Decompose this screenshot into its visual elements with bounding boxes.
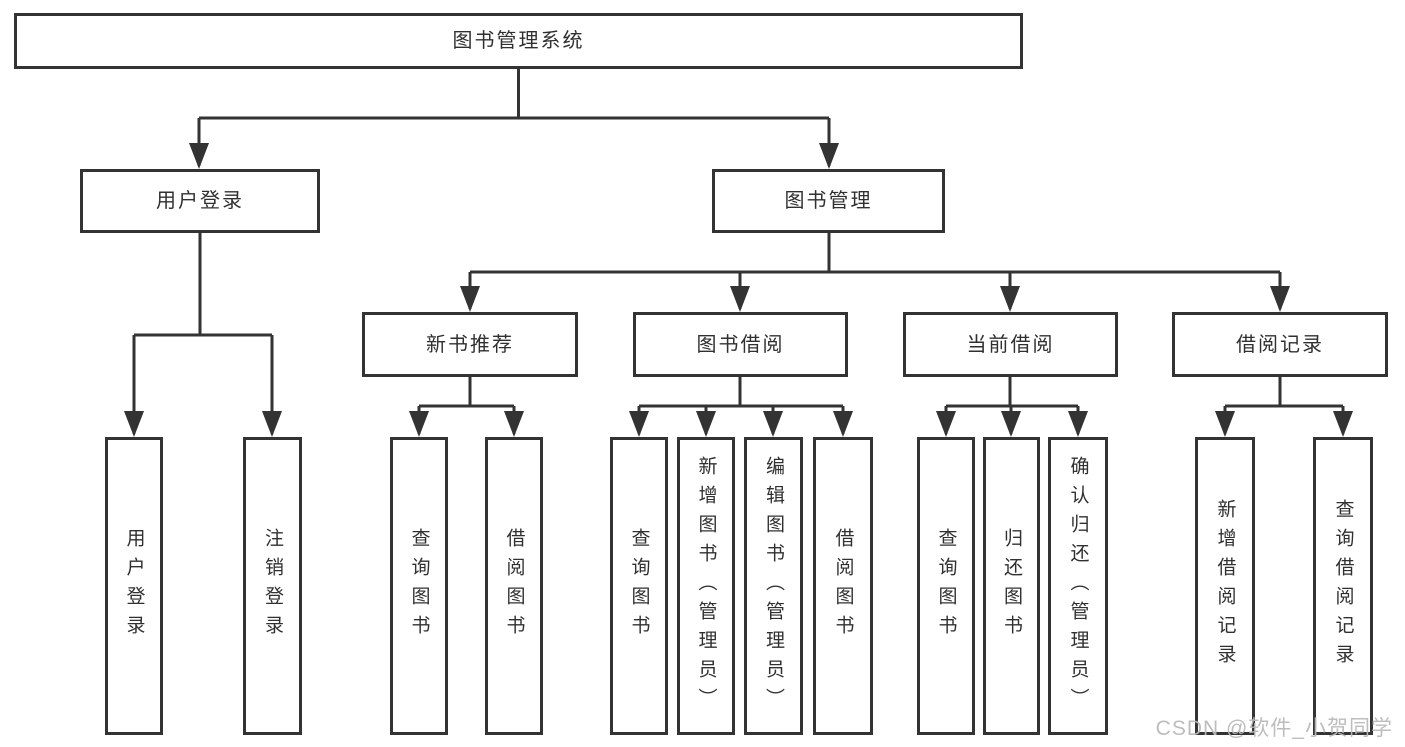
leaf-query-borrow-record: 查询借阅记录 <box>1313 437 1373 735</box>
node-book-management: 图书管理 <box>712 169 945 233</box>
leaf-query-book-recommend: 查询图书 <box>390 437 448 735</box>
node-current-borrow-label: 当前借阅 <box>966 333 1055 356</box>
node-borrow-records-label: 借阅记录 <box>1236 333 1324 356</box>
node-current-borrow: 当前借阅 <box>903 312 1118 377</box>
leaf-query-book-current: 查询图书 <box>917 437 975 735</box>
leaf-edit-book-admin: 编辑图书（管理员） <box>744 437 803 735</box>
leaf-user-login-label: 用户登录 <box>123 528 145 644</box>
leaf-add-book-admin-label: 新增图书（管理员） <box>695 455 717 717</box>
leaf-borrow-book-borrow: 借阅图书 <box>813 437 873 735</box>
watermark: CSDN @软件_小贺同学 <box>1155 717 1393 740</box>
arrowhead-icon <box>460 286 480 312</box>
arrowhead-icon <box>1215 411 1235 437</box>
leaf-borrow-book-recommend-label: 借阅图书 <box>503 528 525 644</box>
arrowhead-icon <box>730 286 750 312</box>
arrowhead-icon <box>629 411 649 437</box>
node-borrow-records: 借阅记录 <box>1172 312 1388 377</box>
arrowhead-icon <box>1068 411 1088 437</box>
arrowhead-icon <box>1333 411 1353 437</box>
leaf-query-book-current-label: 查询图书 <box>935 528 957 644</box>
arrowhead-icon <box>409 411 429 437</box>
leaf-confirm-return-admin-label: 确认归还（管理员） <box>1067 455 1089 717</box>
arrowhead-icon <box>262 411 282 437</box>
arrowhead-icon <box>504 411 524 437</box>
leaf-logout-label: 注销登录 <box>262 528 283 644</box>
node-book-borrow: 图书借阅 <box>633 312 848 377</box>
leaf-borrow-book-borrow-label: 借阅图书 <box>832 528 854 644</box>
arrowhead-icon <box>1001 411 1021 437</box>
arrowhead-icon <box>1000 286 1020 312</box>
leaf-edit-book-admin-label: 编辑图书（管理员） <box>763 455 784 717</box>
leaf-confirm-return-admin: 确认归还（管理员） <box>1048 437 1108 735</box>
arrowhead-icon <box>936 411 956 437</box>
arrowhead-icon <box>696 411 716 437</box>
node-new-book-recommend: 新书推荐 <box>362 312 578 377</box>
leaf-borrow-book-recommend: 借阅图书 <box>485 437 543 735</box>
leaf-add-borrow-record-label: 新增借阅记录 <box>1214 499 1236 673</box>
arrowhead-icon <box>189 143 209 169</box>
connector-edges <box>132 69 1345 434</box>
leaf-query-book-borrow-label: 查询图书 <box>628 528 650 644</box>
leaf-return-book: 归还图书 <box>983 437 1040 735</box>
node-new-book-recommend-label: 新书推荐 <box>426 333 514 356</box>
leaf-add-book-admin: 新增图书（管理员） <box>677 437 735 735</box>
leaf-add-borrow-record: 新增借阅记录 <box>1195 437 1255 735</box>
node-book-borrow-label: 图书借阅 <box>696 333 785 356</box>
leaf-query-borrow-record-label: 查询借阅记录 <box>1332 499 1354 673</box>
node-root: 图书管理系统 <box>14 13 1023 69</box>
leaf-return-book-label: 归还图书 <box>1001 528 1022 644</box>
arrowhead-icon <box>819 143 839 169</box>
node-user-login-label: 用户登录 <box>156 190 244 212</box>
node-user-login: 用户登录 <box>80 169 320 233</box>
arrowhead-icon <box>1270 286 1290 312</box>
leaf-query-book-borrow: 查询图书 <box>610 437 668 735</box>
leaf-user-login: 用户登录 <box>105 437 163 735</box>
node-root-label: 图书管理系统 <box>452 30 585 52</box>
arrowhead-icon <box>124 411 144 437</box>
arrowhead-icon <box>833 411 853 437</box>
leaf-query-book-recommend-label: 查询图书 <box>408 528 430 644</box>
node-book-management-label: 图书管理 <box>784 190 873 212</box>
arrowhead-icon <box>763 411 783 437</box>
leaf-logout: 注销登录 <box>243 437 302 735</box>
